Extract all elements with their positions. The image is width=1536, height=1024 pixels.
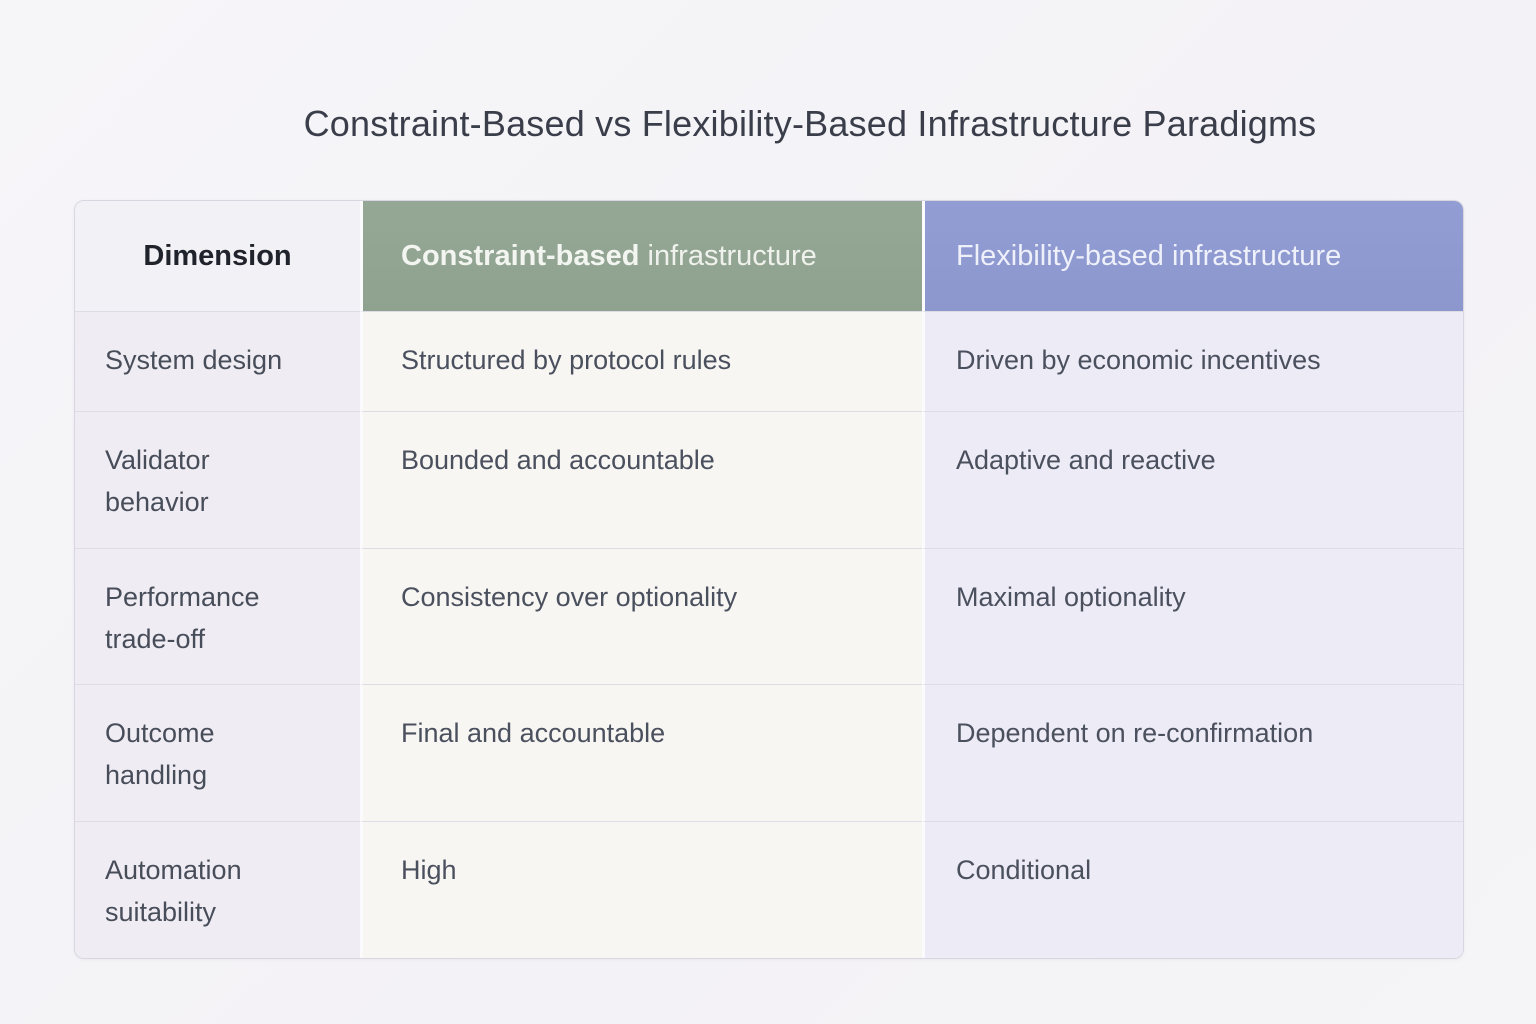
constraint-header-emphasis: Constraint-based — [401, 239, 640, 272]
row-label: System design — [75, 311, 360, 411]
table-row: Validator behavior Bounded and accountab… — [75, 411, 1463, 548]
page-title: Constraint-Based vs Flexibility-Based In… — [303, 103, 1317, 144]
constraint-cell: Consistency over optionality — [360, 547, 922, 685]
table-row: System design Structured by protocol rul… — [75, 311, 1463, 411]
row-label: Validator behavior — [75, 411, 360, 548]
row-label: Outcome handling — [75, 684, 360, 822]
column-header-constraint-based: Constraint-based infrastructure — [360, 201, 922, 311]
table-row: Outcome handling Final and accountable D… — [75, 684, 1463, 822]
table-row: Automation suitability High Conditional — [75, 821, 1463, 958]
table-header-row: Dimension Constraint-based infrastructur… — [75, 201, 1463, 311]
constraint-cell: High — [360, 821, 922, 958]
column-header-flexibility-based: Flexibility-based infrastructure — [922, 201, 1463, 311]
constraint-cell: Structured by protocol rules — [360, 311, 922, 411]
row-label: Automation suitability — [75, 821, 360, 958]
column-header-dimension: Dimension — [75, 201, 360, 311]
flexibility-cell: Adaptive and reactive — [922, 411, 1463, 548]
constraint-cell: Final and accountable — [360, 684, 922, 822]
comparison-table: Dimension Constraint-based infrastructur… — [74, 200, 1464, 959]
flexibility-cell: Conditional — [922, 821, 1463, 958]
row-label: Performance trade-off — [75, 547, 360, 685]
table-row: Performance trade-off Consistency over o… — [75, 547, 1463, 685]
flexibility-cell: Maximal optionality — [922, 547, 1463, 685]
flexibility-cell: Dependent on re-confirmation — [922, 684, 1463, 822]
constraint-cell: Bounded and accountable — [360, 411, 922, 548]
flexibility-cell: Driven by economic incentives — [922, 311, 1463, 411]
constraint-header-rest: infrastructure — [639, 239, 817, 272]
